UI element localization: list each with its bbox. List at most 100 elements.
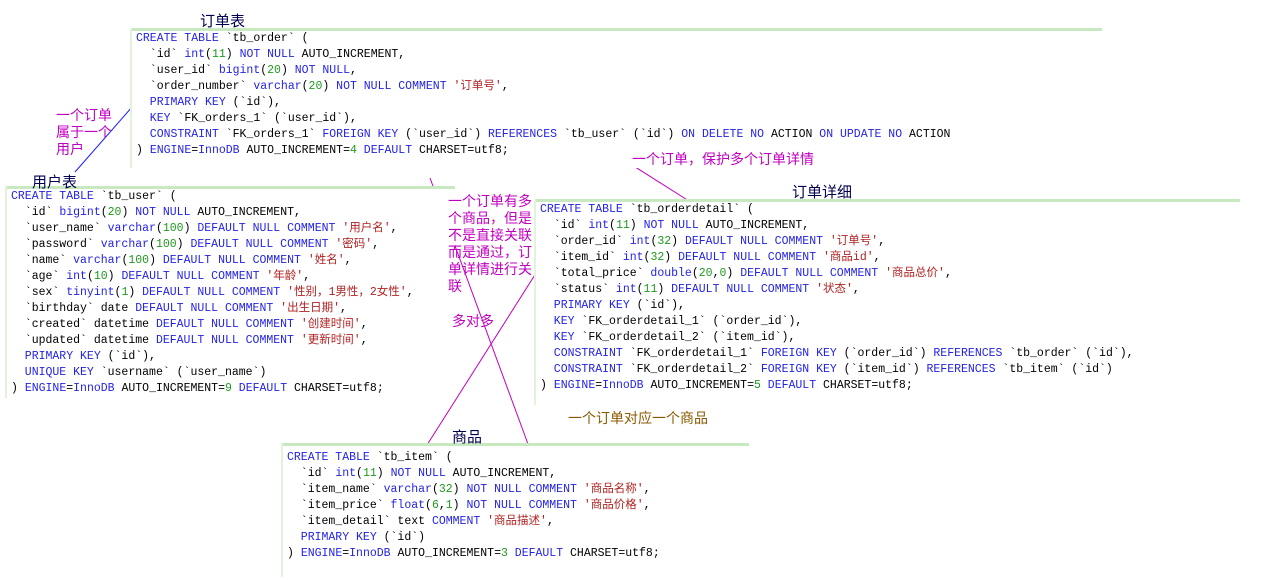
code-line: UNIQUE KEY `username` (`user_name`) [11,365,414,381]
code-block-tb-order: CREATE TABLE `tb_order` ( `id` int(11) N… [130,28,1102,168]
code-line: PRIMARY KEY (`id`), [11,349,414,365]
code-token: varchar [383,483,432,496]
code-token: , [360,334,368,347]
code-token: 9 [224,382,232,395]
code-token: KEY [540,331,575,344]
code-token: bigint [218,64,261,77]
code-token: `password` [11,238,101,251]
code-token: `item_detail` text [287,515,432,528]
code-token: 32 [438,483,453,496]
code-block-tb-orderdetail: CREATE TABLE `tb_orderdetail` ( `id` int… [534,199,1240,405]
code-token: NOT NULL COMMENT [466,483,584,496]
code-token: ( [643,251,651,264]
code-token: int [66,270,87,283]
code-token: , [390,222,398,235]
code-token: 20 [267,64,281,77]
code-token: `age` [11,270,67,283]
code-token: '商品id' [823,251,874,264]
code-line: `sex` tinyint(1) DEFAULT NULL COMMENT '性… [11,285,414,301]
code-token: , [438,499,446,512]
annotation-many-to-many: 多对多 [452,314,494,330]
block-left-bar [130,28,132,168]
code-token: NOT NULL [390,467,446,480]
block-left-bar [281,443,283,577]
code-token: AUTO_INCREMENT, [698,219,810,232]
code-token: float [390,499,426,512]
code-token: `id` [287,467,336,480]
code-token: `id` [540,219,589,232]
code-token: CHARSET=utf8; [287,382,384,395]
code-token: , [643,483,651,496]
code-line: `item_price` float(6,1) NOT NULL COMMENT… [287,498,660,514]
code-token: ) [540,379,554,392]
code-token: ( [636,283,644,296]
code-token: '商品名称' [583,483,644,496]
code-token: ( [114,286,122,299]
code-token: (`user_id`) [398,128,488,141]
code-token: ) [322,80,337,93]
code-token: CONSTRAINT [540,347,623,360]
code-token: `item_name` [287,483,384,496]
code-token: `id` [11,206,60,219]
code-token: '创建时间' [300,318,361,331]
code-token: int [615,283,637,296]
code-token: 5 [753,379,761,392]
code-token: 20 [698,267,713,280]
code-token: `order_number` [136,80,254,93]
code-line: PRIMARY KEY (`id`), [136,95,950,111]
code-token: AUTO_INCREMENT= [114,382,225,395]
code-token: COMMENT [431,515,488,528]
code-line: KEY `FK_orderdetail_1` (`order_id`), [540,314,1134,330]
code-token: REFERENCES [926,363,996,376]
code-token: `order_id` [540,235,630,248]
code-line: CREATE TABLE `tb_user` ( [11,189,414,205]
code-token: , [501,80,509,93]
code-token: ON UPDATE NO [819,128,903,141]
code-token: FOREIGN KEY [760,363,837,376]
code-token: 6 [431,499,439,512]
code-token: 3 [500,547,508,560]
code-token: = [66,382,74,395]
block-header-bar [281,443,749,446]
code-token: ( [121,254,129,267]
code-token: `tb_user` (`id`) [557,128,682,141]
code-token: ) [287,547,301,560]
code-token: 1 [445,499,453,512]
code-line: KEY `FK_orders_1` (`user_id`), [136,111,950,127]
code-token: ) [121,206,136,219]
code-token: 10 [93,270,108,283]
code-line: `created` datetime DEFAULT NULL COMMENT … [11,317,414,333]
code-token: DEFAULT [356,144,413,157]
code-token: , [944,267,952,280]
code-token: ) [225,48,240,61]
code-token: `item_price` [287,499,391,512]
code-line: ) ENGINE=InnoDB AUTO_INCREMENT=4 DEFAULT… [136,143,950,159]
code-token: '出生日期' [280,302,340,315]
code-token: `tb_orderdetail` ( [629,203,754,216]
block-header-bar [130,28,1102,31]
code-token: '订单号' [453,80,502,93]
code-token: 0 [719,267,727,280]
code-line: `birthday` date DEFAULT NULL COMMENT '出生… [11,301,414,317]
code-token: AUTO_INCREMENT= [643,379,754,392]
code-token: int [622,251,644,264]
code-line: `item_name` varchar(32) NOT NULL COMMENT… [287,482,660,498]
code-token: NOT NULL [239,48,295,61]
code-token: NOT NULL [135,206,191,219]
code-token: DEFAULT [760,379,817,392]
code-token: (`id`), [225,96,281,109]
code-token: AUTO_INCREMENT= [239,144,350,157]
code-line: CREATE TABLE `tb_item` ( [287,450,660,466]
code-token: int [588,219,610,232]
code-token: ) [657,283,672,296]
code-token: DEFAULT [231,382,288,395]
code-token: KEY [540,315,575,328]
code-token: REFERENCES [933,347,1003,360]
code-line: `id` int(11) NOT NULL AUTO_INCREMENT, [136,47,950,63]
code-token: varchar [107,222,156,235]
code-token: , [406,286,414,299]
code-token: InnoDB [602,379,644,392]
code-token: ( [260,64,268,77]
code-token: `FK_orderdetail_2` (`item_id`), [574,331,796,344]
code-token: NOT NULL [294,64,350,77]
